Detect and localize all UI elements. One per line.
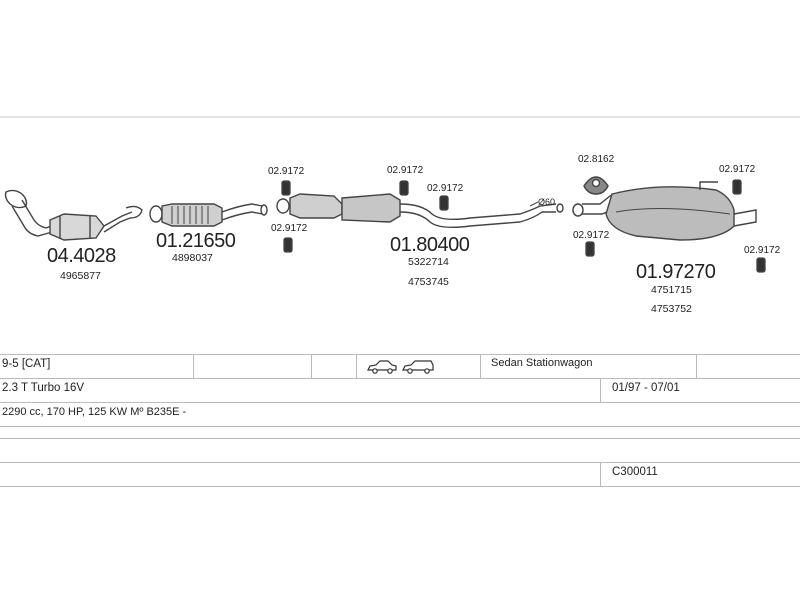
oem-number: 4753752: [651, 303, 692, 315]
vehicle-model: 9-5 [CAT]: [2, 358, 51, 370]
oem-number: 5322714: [408, 256, 449, 268]
pipe-diameter-label: Ø60: [538, 197, 556, 207]
part-number-cat-converter: 04.4028: [47, 245, 116, 267]
table-divider: [0, 438, 800, 439]
rubber-mount-part-number: 02.8162: [578, 154, 615, 165]
diameter-arrow-icon: [529, 201, 539, 207]
table-divider: [0, 402, 800, 403]
hanger-part-number: 02.9172: [271, 223, 308, 234]
body-types: Sedan Stationwagon: [491, 357, 593, 369]
table-divider: [0, 462, 800, 463]
sedan-car-icon: [367, 360, 397, 374]
front-pipe-drawing: [149, 203, 268, 227]
rear-silencer-drawing: [572, 181, 757, 241]
oem-number: 4898037: [172, 252, 213, 264]
table-divider: [696, 354, 697, 378]
center-silencer-drawing: [276, 193, 564, 229]
rubber-mount-icon: [583, 176, 609, 195]
table-divider: [600, 462, 601, 486]
hanger-part-number: 02.9172: [719, 164, 756, 175]
part-number-rear-silencer: 01.97270: [636, 261, 716, 283]
engine-specs: 2290 cc, 170 HP, 125 KW Mº B235E -: [2, 406, 187, 418]
engine-description: 2.3 T Turbo 16V: [2, 382, 85, 394]
hanger-part-number: 02.9172: [744, 245, 781, 256]
hanger-part-number: 02.9172: [573, 230, 610, 241]
hanger-part-number: 02.9172: [268, 166, 305, 177]
hanger-icon: [732, 179, 742, 195]
vehicle-info-table: 9-5 [CAT] Sedan Stationwagon 2.3 T Turbo…: [0, 354, 800, 488]
table-divider: [311, 354, 312, 378]
catalytic-converter-drawing: [4, 189, 143, 241]
hanger-icon: [399, 180, 409, 196]
table-divider: [480, 354, 481, 378]
table-divider: [0, 378, 800, 379]
hanger-icon: [439, 195, 449, 211]
stationwagon-car-icon: [402, 360, 434, 374]
production-years: 01/97 - 07/01: [612, 382, 680, 394]
hanger-icon: [281, 180, 291, 196]
part-number-center-silencer: 01.80400: [390, 234, 470, 256]
hanger-icon: [283, 237, 293, 253]
catalogue-code: C300011: [612, 466, 658, 478]
table-divider: [0, 426, 800, 427]
table-divider: [600, 378, 601, 402]
oem-number: 4751715: [651, 284, 692, 296]
part-number-front-pipe: 01.21650: [156, 230, 236, 252]
table-divider: [356, 354, 357, 378]
hanger-icon: [756, 257, 766, 273]
oem-number: 4753745: [408, 276, 449, 288]
oem-number: 4965877: [60, 270, 101, 282]
table-divider: [0, 354, 800, 355]
hanger-part-number: 02.9172: [387, 165, 424, 176]
table-divider: [0, 486, 800, 487]
table-divider: [193, 354, 194, 378]
hanger-part-number: 02.9172: [427, 183, 464, 194]
hanger-icon: [585, 241, 595, 257]
